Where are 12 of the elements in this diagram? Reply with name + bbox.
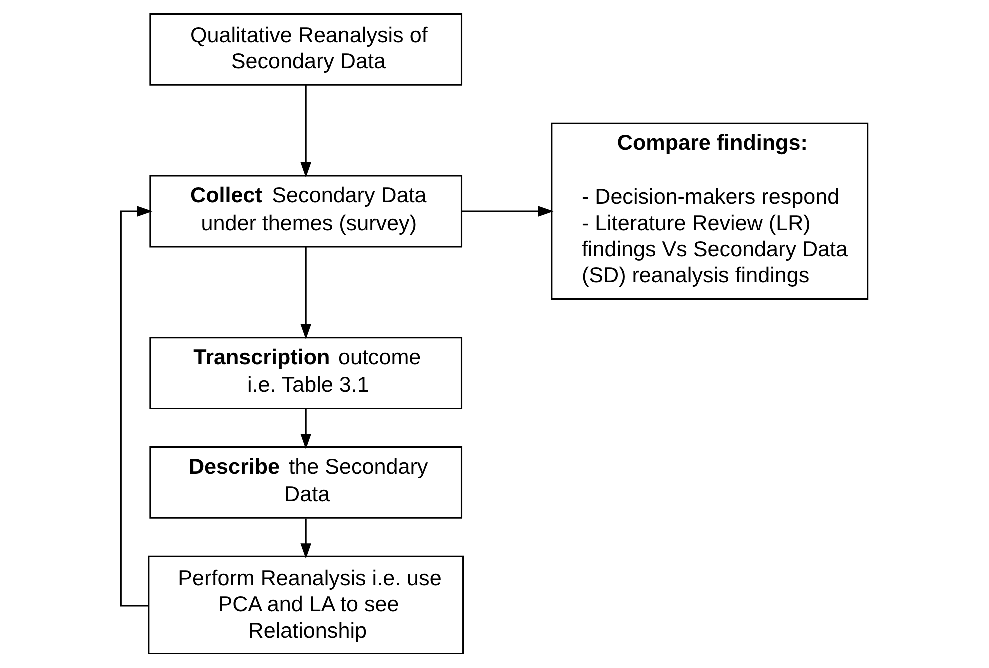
arrow: [300, 518, 312, 559]
node-box: Collect Secondary Data under themes (survey): [150, 175, 463, 248]
arrow: [462, 206, 554, 217]
node-box: Compare findings: - Decision-makers respond - Literature Review (LR) findings Vs Secondary Data (SD) reanalysis findings: [551, 122, 869, 300]
node-box: Perform Reanalysis i.e. use PCA and LA to see Relationship: [148, 556, 464, 655]
node-box: Describe the Secondary Data: [150, 446, 463, 519]
arrow: [300, 85, 312, 178]
node-box: Qualitative Reanalysis of Secondary Data: [150, 13, 463, 86]
arrow: [120, 206, 153, 607]
arrow: [300, 247, 312, 340]
node-box: Transcription outcome i.e. Table 3.1: [150, 337, 463, 410]
arrow: [300, 409, 312, 450]
